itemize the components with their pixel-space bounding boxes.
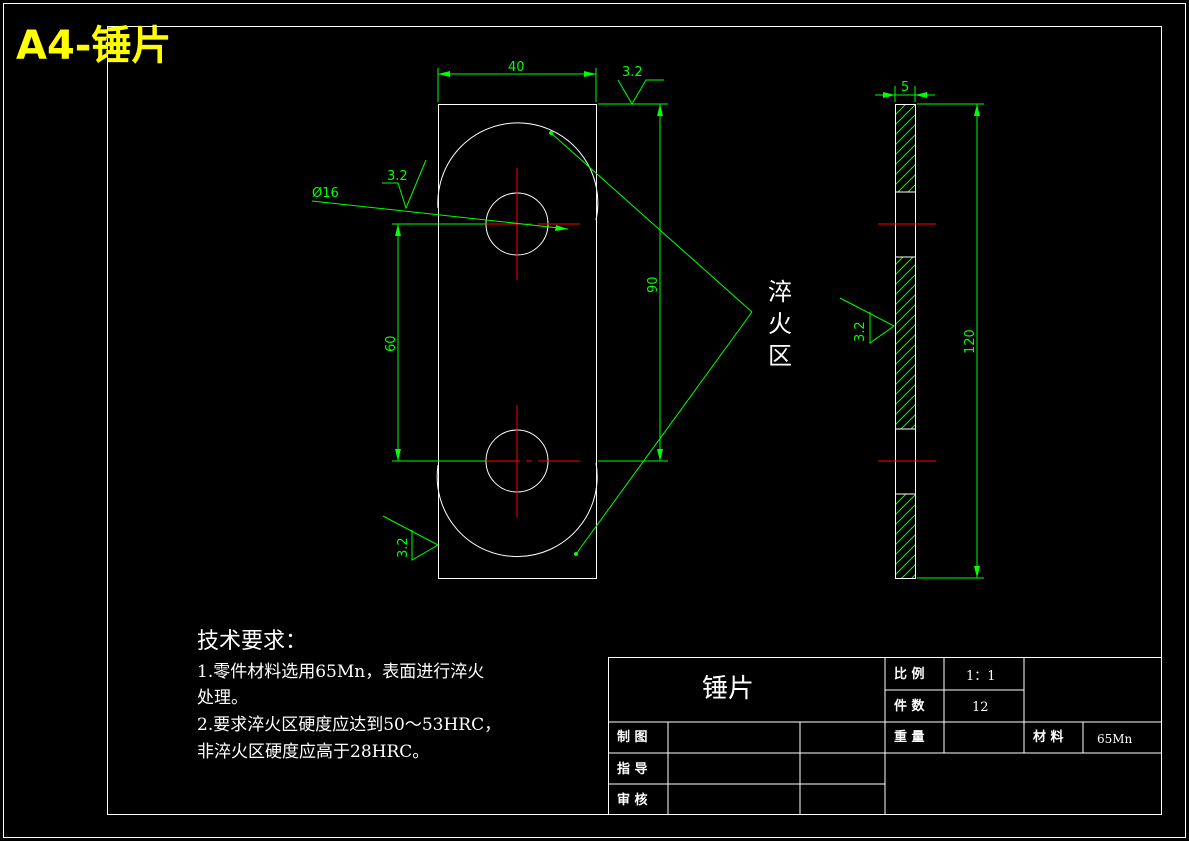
- quench-zone-label-1: 淬: [768, 278, 792, 306]
- weight-label: 重 量: [894, 729, 925, 745]
- dim-height-main: 90: [598, 103, 668, 462]
- quench-arc-top: [437, 122, 599, 221]
- roughness-text: 3.2: [396, 537, 411, 558]
- material-value: 65Mn: [1097, 732, 1133, 746]
- quench-zone-leaders: [549, 131, 753, 556]
- scale-value: 1：1: [966, 669, 996, 684]
- dim-height-side-text: 120: [963, 329, 978, 354]
- roughness-symbol-hole: 3.2: [382, 159, 427, 210]
- dim-width-text: 40: [508, 60, 525, 75]
- part-name: 锤片: [702, 674, 754, 704]
- side-hatch-mid: [895, 257, 915, 429]
- tech-line-4: 非淬火区硬度应高于28HRC。: [197, 742, 429, 762]
- dim-width: 40: [437, 60, 597, 102]
- roughness-text: 3.2: [853, 321, 868, 342]
- roughness-symbol-top: 3.2: [598, 65, 664, 105]
- tech-line-3: 2.要求淬火区硬度应达到50～53HRC，: [197, 715, 501, 735]
- side-view: [878, 104, 936, 579]
- dim-thickness-text: 5: [901, 80, 909, 95]
- title-block: [608, 657, 1162, 815]
- guide-label: 指 导: [617, 761, 648, 777]
- drawn-label: 制 图: [617, 729, 648, 745]
- dim-height-main-text: 90: [646, 276, 661, 293]
- quench-arc-bottom: [436, 462, 598, 558]
- outer-frame: [3, 3, 1186, 838]
- quench-zone-label-3: 区: [768, 342, 792, 370]
- review-label: 审 核: [617, 792, 648, 808]
- side-hatch-top: [895, 104, 915, 192]
- tech-heading: 技术要求：: [197, 629, 307, 654]
- qty-label: 件 数: [894, 698, 926, 714]
- sheet-label: A4-锤片: [16, 23, 171, 69]
- scale-label: 比 例: [894, 666, 925, 682]
- roughness-text: 3.2: [387, 169, 408, 184]
- roughness-symbol-side: 3.2: [839, 297, 895, 344]
- material-label: 材 料: [1033, 729, 1064, 745]
- tech-line-2: 处理。: [197, 688, 248, 708]
- side-outline: [895, 104, 916, 579]
- plate-outline: [438, 104, 597, 579]
- dim-hole-diameter: Ø16: [311, 186, 569, 231]
- dim-thickness: 5: [875, 80, 935, 102]
- dim-hole-spacing-text: 60: [384, 335, 399, 352]
- roughness-symbol-left: 3.2: [382, 515, 440, 561]
- front-view: [436, 104, 599, 579]
- dim-hole-spacing: 60: [384, 223, 486, 462]
- dim-height-side: 120: [917, 103, 984, 579]
- qty-value: 12: [972, 700, 989, 715]
- side-hatch-bottom: [895, 494, 915, 578]
- roughness-text: 3.2: [622, 65, 643, 80]
- quench-zone-label-2: 火: [768, 310, 792, 338]
- tech-line-1: 1.零件材料选用65Mn，表面进行淬火: [197, 662, 484, 682]
- dim-hole-diameter-text: Ø16: [312, 186, 339, 201]
- inner-frame: [107, 26, 1162, 815]
